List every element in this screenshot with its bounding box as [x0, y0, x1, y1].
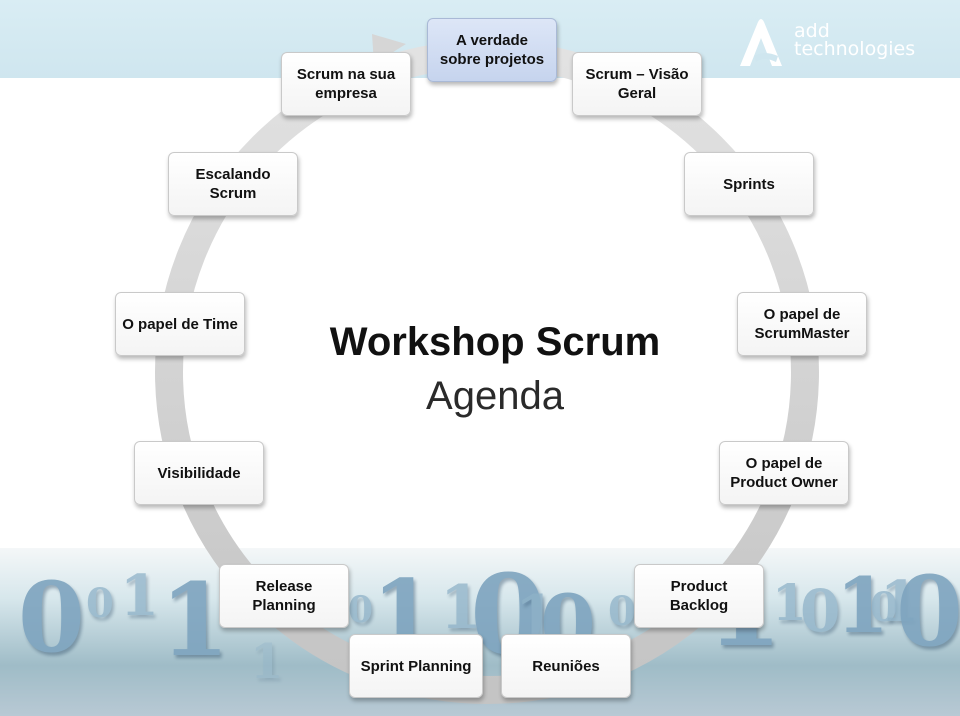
- agenda-item-product-owner: O papel de Product Owner: [719, 441, 849, 505]
- background-digit: 0: [86, 580, 114, 627]
- background-digit: 1: [120, 563, 159, 629]
- agenda-item-sprints: Sprints: [684, 152, 814, 216]
- background-digit: 1: [772, 573, 807, 632]
- logo-line-2: technologies: [794, 38, 916, 60]
- background-digit: 0: [870, 584, 898, 631]
- background-digit: 0: [348, 589, 374, 631]
- logo-text: add technologies: [794, 20, 916, 60]
- agenda-item-product-backlog: Product Backlog: [634, 564, 764, 628]
- page-subtitle: Agenda: [426, 374, 564, 418]
- logo-mark-icon: [740, 19, 782, 66]
- agenda-item-time: O papel de Time: [115, 292, 245, 356]
- agenda-item-visibilidade: Visibilidade: [134, 441, 264, 505]
- background-digit: 1: [880, 569, 919, 635]
- logo-line-1: add: [794, 20, 830, 42]
- agenda-item-verdade: A verdade sobre projetos: [427, 18, 557, 82]
- background-digit: 0: [800, 577, 841, 645]
- page-title: Workshop Scrum: [329, 320, 661, 364]
- background-digit: 1: [440, 573, 482, 643]
- background-digit: 1: [836, 561, 889, 650]
- agenda-item-reunioes: Reuniões: [501, 634, 631, 698]
- background-digit: 0: [608, 588, 636, 635]
- background-digit: 1: [160, 561, 230, 679]
- background-digit: 0: [896, 555, 960, 668]
- background-digit: 0: [18, 561, 85, 674]
- agenda-item-sprint-planning: Sprint Planning: [349, 634, 483, 698]
- agenda-item-empresa: Scrum na sua empresa: [281, 52, 411, 116]
- background-digit: 1: [250, 634, 284, 690]
- company-logo: add technologies: [734, 16, 934, 70]
- agenda-item-scrummaster: O papel de ScrumMaster: [737, 292, 867, 356]
- agenda-item-escalando: Escalando Scrum: [168, 152, 298, 216]
- agenda-item-release-planning: Release Planning: [219, 564, 349, 628]
- agenda-item-visao-geral: Scrum – Visão Geral: [572, 52, 702, 116]
